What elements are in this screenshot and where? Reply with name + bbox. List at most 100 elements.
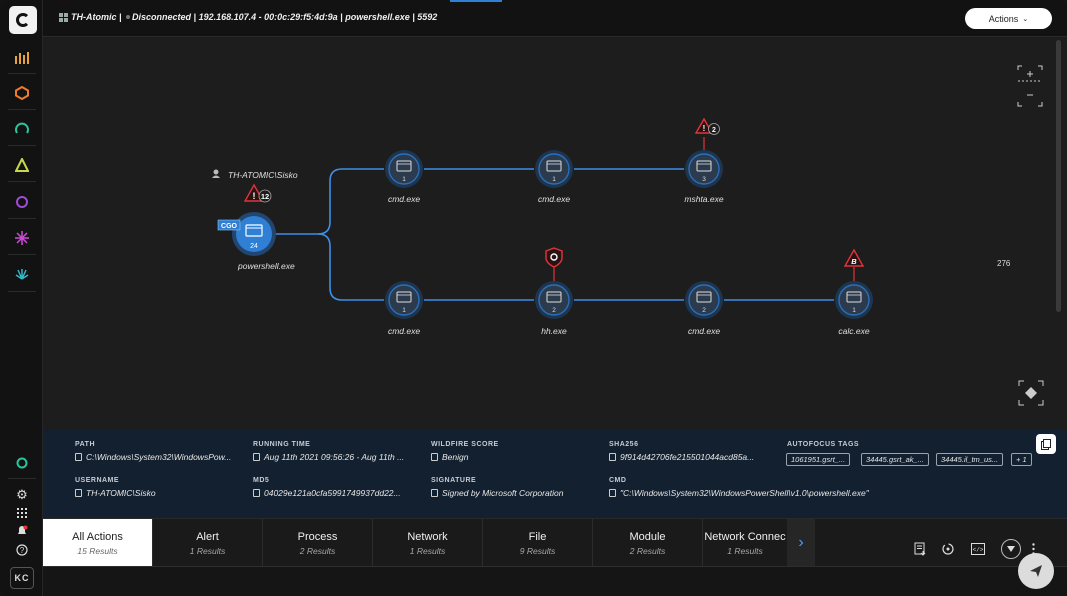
process-name: powershell.exe <box>345 12 410 22</box>
tab-alert[interactable]: Alert 1 Results <box>153 519 263 567</box>
document-icon <box>75 453 82 461</box>
tab-label: Process <box>297 530 338 543</box>
wildfire-score-value: Benign <box>431 452 468 462</box>
sha256-text: 9f914d42706fe215501044acd85a... <box>620 452 755 462</box>
process-node: 1 <box>385 150 423 188</box>
graph-edges <box>273 168 834 301</box>
cmd-text: "C:\Windows\System32\WindowsPowerShell\v… <box>620 488 869 498</box>
host-name: TH-Atomic <box>71 12 117 22</box>
avatar[interactable]: KC <box>10 567 34 589</box>
gear-icon[interactable]: ⚙ <box>16 487 28 502</box>
actions-label: Actions <box>988 13 1019 24</box>
node-name: cmd.exe <box>688 326 720 336</box>
user-icon <box>212 169 220 178</box>
endpoint-icon <box>59 13 68 22</box>
bell-icon[interactable] <box>12 521 32 541</box>
copy-icon[interactable] <box>1036 434 1056 454</box>
document-icon <box>253 489 260 497</box>
svg-text:!: ! <box>253 191 256 201</box>
autofocus-tag[interactable]: 1061951.gsrt_... <box>786 453 851 466</box>
autofocus-tag[interactable]: 34445.il_tm_us... <box>936 453 1004 466</box>
graph-scrollbar[interactable] <box>1056 40 1061 312</box>
root-node-count: 24 <box>250 243 258 250</box>
autofocus-tags-label: AUTOFOCUS TAGS <box>787 441 860 448</box>
more-tags-chip[interactable]: + 1 <box>1011 453 1032 466</box>
code-icon[interactable]: </> <box>970 541 986 557</box>
send-icon[interactable] <box>1018 553 1054 589</box>
tab-label: Alert <box>196 530 219 543</box>
cortex-icon[interactable] <box>12 119 32 139</box>
edge-root-n4 <box>317 233 384 301</box>
causality-graph[interactable]: 24 CGO ! 12 TH-ATOMIC\Sisko powershell.e… <box>43 38 1067 430</box>
cmd-label: CMD <box>609 477 627 484</box>
status-icon[interactable] <box>12 453 32 473</box>
sha256-value[interactable]: 9f914d42706fe215501044acd85a... <box>609 452 754 462</box>
zoom-out-icon[interactable] <box>1016 84 1044 112</box>
xsoar-icon[interactable] <box>12 264 32 284</box>
username-text: TH-ATOMIC\Sisko <box>86 488 156 498</box>
document-icon <box>609 489 616 497</box>
document-icon <box>253 453 260 461</box>
md5-value[interactable]: 04029e121a0cfa5991749937dd22... <box>253 488 401 498</box>
tab-count: 1 Results <box>727 545 763 556</box>
tab-label: File <box>528 530 547 543</box>
grid-icon[interactable] <box>12 503 32 523</box>
alert-warning-icon: ! 12 <box>243 183 272 203</box>
document-icon <box>75 489 82 497</box>
header-bar: TH-Atomic | Disconnected | 192.168.107.4… <box>43 0 1067 37</box>
tab-count: 2 Results <box>629 545 666 556</box>
wildfire-score-label: WILDFIRE SCORE <box>431 441 499 448</box>
connection-status: Disconnected <box>132 12 192 22</box>
process-node: 1 <box>385 281 423 319</box>
spark-icon[interactable] <box>12 228 32 248</box>
refresh-icon[interactable] <box>940 541 956 557</box>
cloud-icon[interactable] <box>12 192 32 212</box>
prisma-icon[interactable] <box>12 155 32 175</box>
md5-text: 04029e121a0cfa5991749937dd22... <box>264 488 401 498</box>
svg-text:?: ? <box>20 546 25 555</box>
recenter-icon[interactable] <box>1017 379 1045 407</box>
tab-count: 1 Results <box>189 545 226 556</box>
node-name: mshta.exe <box>684 194 723 204</box>
edge-root-n1 <box>273 168 384 235</box>
graph-canvas: 24 CGO ! 12 TH-ATOMIC\Sisko powershell.e… <box>212 117 873 336</box>
signature-text: Signed by Microsoft Corporation <box>442 488 564 498</box>
user-label: TH-ATOMIC\Sisko <box>228 170 298 180</box>
chevron-right-icon[interactable]: › <box>787 519 815 567</box>
sha256-label: SHA256 <box>609 441 639 448</box>
wildfire-score-text: Benign <box>442 452 469 462</box>
document-icon <box>431 489 438 497</box>
tab-network-connections[interactable]: Network Connec 1 Results <box>703 519 787 567</box>
export-icon[interactable] <box>912 541 928 557</box>
running-time-value: Aug 11th 2021 09:56:26 - Aug 11th ... <box>253 452 404 462</box>
xdr-icon[interactable] <box>12 83 32 103</box>
svg-text:1: 1 <box>402 307 406 314</box>
process-node: 2 <box>685 281 723 319</box>
svg-text:3: 3 <box>702 176 706 183</box>
process-node: 2 <box>535 267 573 319</box>
actions-button[interactable]: Actions ⌄ <box>965 8 1052 29</box>
filter-icon[interactable] <box>1001 539 1021 559</box>
cortex-logo[interactable] <box>9 6 37 34</box>
node-name: hh.exe <box>541 326 567 336</box>
tab-label: Network <box>407 530 448 543</box>
cgo-badge: CGO <box>217 219 241 231</box>
zoom-in-icon[interactable] <box>1016 64 1044 92</box>
svg-text:2: 2 <box>702 307 706 314</box>
svg-text:</>: </> <box>973 547 984 554</box>
left-nav: ⚙ ? KC <box>0 0 43 596</box>
tab-label: Network Connec <box>704 530 786 543</box>
help-icon[interactable]: ? <box>12 540 32 560</box>
analytics-icon[interactable] <box>12 48 32 68</box>
cmd-value[interactable]: "C:\Windows\System32\WindowsPowerShell\v… <box>609 488 869 498</box>
autofocus-tag[interactable]: 34445.gsrt_ak_... <box>861 453 929 466</box>
path-value[interactable]: C:\Windows\System32\WindowsPow... <box>75 452 231 462</box>
svg-text:1: 1 <box>552 176 556 183</box>
svg-text:1: 1 <box>852 307 856 314</box>
